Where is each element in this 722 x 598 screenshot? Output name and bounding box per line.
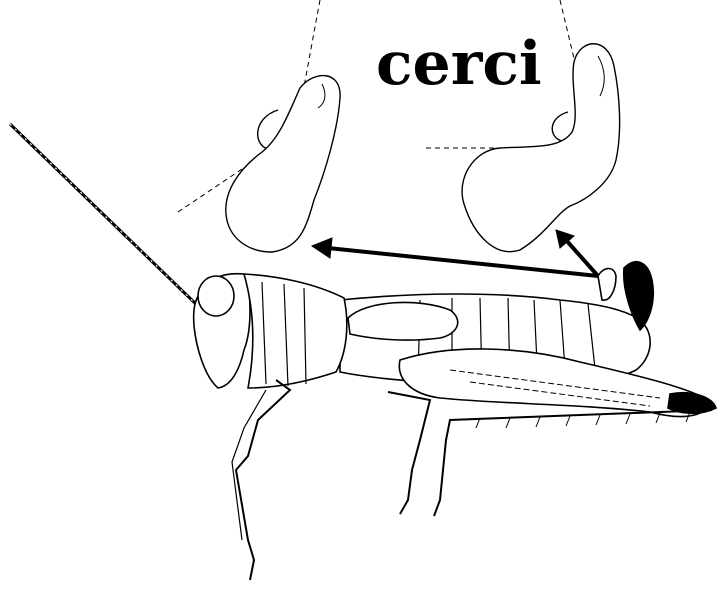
middle-leg (388, 392, 430, 514)
compound-eye (198, 276, 234, 316)
left-cercus-detail (178, 0, 340, 252)
pronotum (244, 274, 347, 388)
arrow-to-left-cercus-shaft (328, 248, 598, 276)
cerci-label: cerci (376, 29, 542, 99)
arrow-to-right-cercus-shaft (566, 240, 598, 276)
hind-femur (399, 349, 712, 417)
tail-cercus (598, 269, 616, 301)
wing-pad (348, 302, 458, 340)
right-cercus-base-knob (552, 112, 568, 142)
grasshopper-body (10, 124, 716, 580)
hind-tibia (434, 410, 712, 516)
front-leg (236, 380, 290, 580)
front-leg-outline (232, 390, 266, 540)
callout-arrows (312, 230, 598, 276)
antenna (10, 124, 198, 306)
arrow-to-left-cercus-head (312, 238, 332, 258)
